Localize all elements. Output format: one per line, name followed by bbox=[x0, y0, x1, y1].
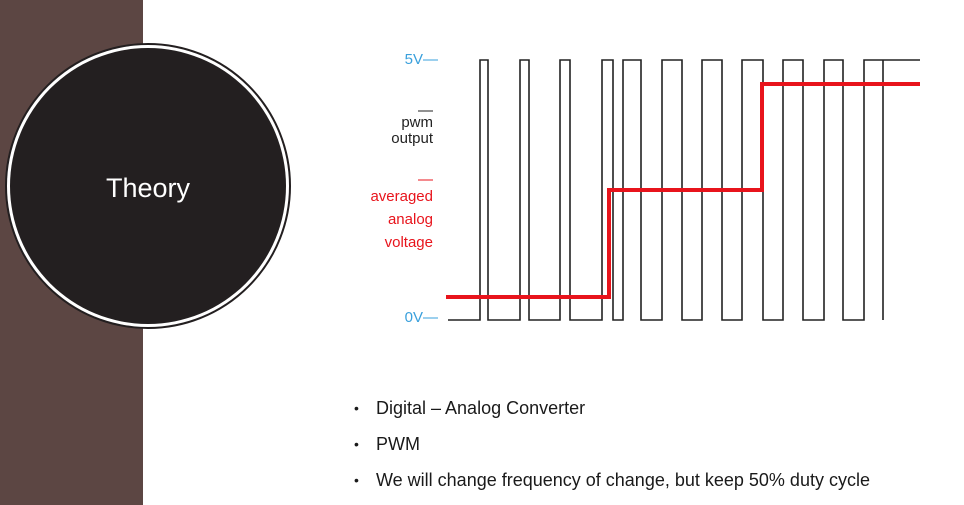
title-circle bbox=[10, 48, 286, 324]
avg-label-line2: analog bbox=[387, 211, 433, 228]
bullet-item-pwm: • PWM bbox=[354, 431, 870, 467]
avg-label-line1: averaged bbox=[370, 188, 433, 205]
averaged-analog-voltage-line bbox=[446, 82, 920, 299]
bullet-text: Digital – Analog Converter bbox=[376, 398, 586, 418]
avg-label-line3: voltage bbox=[384, 234, 433, 251]
slide-title: Theory bbox=[105, 173, 191, 203]
bullet-dot: • bbox=[354, 400, 359, 416]
title-circle-ring bbox=[5, 43, 291, 329]
pwm-label-tick: — bbox=[418, 102, 433, 119]
bullet-text: PWM bbox=[376, 434, 420, 454]
bullet-item-frequency: • We will change frequency of change, but… bbox=[354, 467, 870, 503]
bullet-dot: • bbox=[354, 436, 359, 452]
bullet-item-dac: • Digital – Analog Converter bbox=[354, 395, 870, 431]
avg-label-tick: — bbox=[418, 171, 433, 188]
top-voltage-label: 5V— bbox=[404, 51, 438, 68]
pwm-diagram bbox=[446, 59, 920, 321]
bullet-list: • Digital – Analog Converter • PWM • We wil… bbox=[354, 395, 870, 503]
pwm-output-waveform bbox=[448, 59, 920, 321]
pwm-label-line2: output bbox=[391, 130, 433, 147]
bottom-voltage-label: 0V— bbox=[404, 309, 438, 326]
bullet-dot: • bbox=[354, 472, 359, 488]
pwm-label-line1: pwm bbox=[401, 114, 433, 131]
bullet-text: We will change frequency of change, but … bbox=[376, 470, 870, 490]
